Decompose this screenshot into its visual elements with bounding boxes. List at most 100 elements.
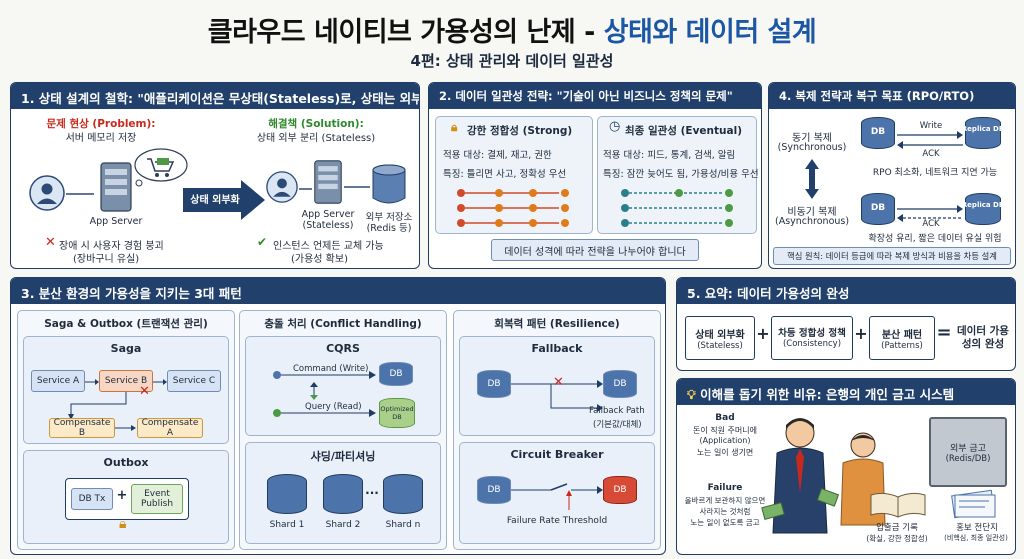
service-r-box: Service B [99, 370, 153, 392]
summary-item-patterns: 분산 패턴 (Patterns) [869, 316, 935, 360]
panel-title: 4. 복제 전략과 복구 목표 (RPO/RTO) [769, 83, 1015, 109]
solution-text: 상태 외부 분리 (Stateless) [256, 133, 376, 144]
cqrs-query-arrow [273, 409, 376, 417]
panel-replication: 4. 복제 전략과 복구 목표 (RPO/RTO) 동기 복제 (Synchro… [768, 82, 1016, 269]
bad-line2: (Application) [699, 436, 751, 445]
failure-line3: 노는 일이 없도록 금고 [690, 518, 760, 527]
circuit-db-right: DB [603, 476, 637, 504]
fallback-path-sub: (기본값/대체) [593, 420, 642, 430]
fallback-arrows [511, 380, 603, 412]
fallback-path-label: Fallback Path [589, 406, 645, 416]
summary-item3: 분산 패턴 [881, 329, 923, 341]
circuit-breaker-title: Circuit Breaker [510, 448, 604, 461]
failure-line1: 올바르게 보관하지 않으면 [684, 496, 766, 505]
async-replica-icon [965, 193, 1001, 225]
panel-patterns: 3. 분산 환경의 가용성을 지키는 3대 패턴 Saga & Outbox (… [10, 277, 666, 555]
circuit-db-left: DB [477, 476, 511, 504]
fallback-title: Fallback [531, 342, 583, 355]
panel-title: 2. 데이터 일관성 전략: "기술이 아닌 비즈니스 정책의 문제" [429, 83, 761, 109]
ledger-sub: (확실, 강한 정합성) [866, 534, 928, 543]
solution-label: 해결책 (Solution): [268, 118, 364, 130]
eventual-box [597, 116, 757, 234]
strong-target: 적용 대상: 결제, 재고, 권한 [443, 150, 552, 161]
failure-line2: 사라지는 것처럼 [699, 507, 751, 516]
cqrs-optimized-db: Optimized DB [379, 398, 415, 428]
sync-ack-arrow [897, 141, 963, 149]
summary-equals: = [936, 322, 952, 343]
app-server-stateless-label: App Server [301, 209, 355, 220]
promo-flyer-icon [951, 489, 996, 519]
good-note-sub: (가용성 확보) [291, 254, 348, 265]
summary-item1: 상태 외부화 [695, 329, 745, 341]
sync-async-arrow [805, 159, 819, 199]
consistency-footer: 데이터 성격에 따라 전략을 나누어야 합니다 [491, 239, 699, 261]
page-header: 클라우드 네이티브 가용성의 난제 - 상태와 데이터 설계 4편: 상태 관리… [0, 0, 1024, 80]
ledger-label: 입출금 기록 [876, 523, 918, 533]
external-store-icon [372, 164, 406, 204]
fallback-db-right: DB [603, 370, 637, 398]
sync-replica-icon [965, 117, 1001, 149]
cart-bubble-icon [134, 148, 188, 187]
lightbulb-icon: 💡︎ [687, 387, 696, 402]
vault-sub: (Redis/DB) [945, 453, 991, 464]
summary-result: 데이터 가용성의 완성 [957, 325, 1009, 350]
bad-note: 장애 시 사용자 경험 붕괴 [59, 241, 164, 252]
strong-label: 강한 정합성 (Strong) [467, 125, 573, 137]
shardn-label: Shard n [385, 520, 421, 530]
summary-item-consistency: 차등 정합성 정책 (Consistency) [771, 316, 853, 360]
failure-threshold-label: Failure Rate Threshold [506, 516, 608, 526]
compensate-a-box: Compensate A [137, 418, 203, 438]
sync-ack-label: ACK [922, 149, 940, 159]
server-icon [100, 162, 132, 212]
app-server-label: App Server [89, 216, 143, 227]
async-db-icon [861, 193, 895, 225]
promo-label: 홍보 전단지 [956, 523, 998, 533]
async-write-arrow [897, 205, 963, 213]
external-store-sub: (Redis 등) [366, 223, 412, 234]
sync-label: 동기 복제 [792, 133, 832, 144]
panel-title: 5. 요약: 데이터 가용성의 완성 [677, 278, 1015, 304]
title-main: 클라우드 네이티브 가용성의 난제 - [207, 17, 604, 48]
lock-icon: 🔒︎ [451, 120, 458, 134]
compensate-flow-arrow [115, 425, 136, 431]
promo-sub: (비핵심, 최종 일관성) [944, 534, 1008, 542]
bad-label: Bad [715, 413, 735, 423]
vault-icon: 외부 금고 (Redis/DB) [929, 417, 1007, 487]
panel-summary: 5. 요약: 데이터 가용성의 완성 상태 외부화 (Stateless) + … [676, 277, 1016, 371]
summary-item3-sub: (Patterns) [881, 340, 923, 351]
saga-outbox-title: Saga & Outbox (트랜잭션 관리) [44, 318, 208, 330]
connection-arrow-2 [299, 188, 312, 190]
bad-line1: 돈이 직원 주머니에 [693, 426, 757, 435]
outbox-title: Outbox [103, 456, 149, 469]
conflict-title: 충돌 처리 (Conflict Handling) [264, 318, 422, 330]
saga-title: Saga [110, 342, 142, 355]
eventual-async-diagram [621, 189, 733, 227]
command-label: Command (Write) [293, 364, 369, 374]
bad-x-icon: ✕ [45, 235, 56, 250]
shardn-icon [383, 474, 423, 514]
external-store-label: 외부 저장소 [365, 212, 413, 223]
summary-item2: 차등 정합성 정책 [778, 327, 846, 339]
externalize-arrow [183, 180, 265, 220]
query-label: Query (Read) [305, 402, 362, 412]
async-ack-label: ACK [922, 219, 940, 229]
user-icon [29, 175, 65, 211]
eventual-label: 최종 일관성 (Eventual) [625, 125, 743, 137]
problem-text: 서버 메모리 저장 [65, 133, 137, 144]
cqrs-write-db: DB [379, 362, 413, 386]
fallback-db-left: DB [477, 370, 511, 398]
summary-plus-1: + [756, 324, 770, 343]
shard1-icon [267, 474, 307, 514]
vault-label: 외부 금고 [950, 443, 986, 454]
async-db-label: DB [870, 203, 886, 213]
summary-plus-2: + [854, 324, 868, 343]
title-accent: 상태와 데이터 설계 [603, 17, 817, 48]
clock-icon: ◷ [609, 119, 621, 134]
db-tx-box: DB Tx [71, 488, 113, 510]
server-icon-stateless [314, 160, 342, 204]
app-server-stateless-sub: (Stateless) [302, 220, 354, 231]
ledger-book-icon [870, 492, 926, 518]
strong-feature: 특징: 틀리면 사고, 정확성 우선 [443, 169, 567, 180]
service-a-box: Service A [31, 370, 85, 392]
banker-illustration [761, 418, 840, 534]
